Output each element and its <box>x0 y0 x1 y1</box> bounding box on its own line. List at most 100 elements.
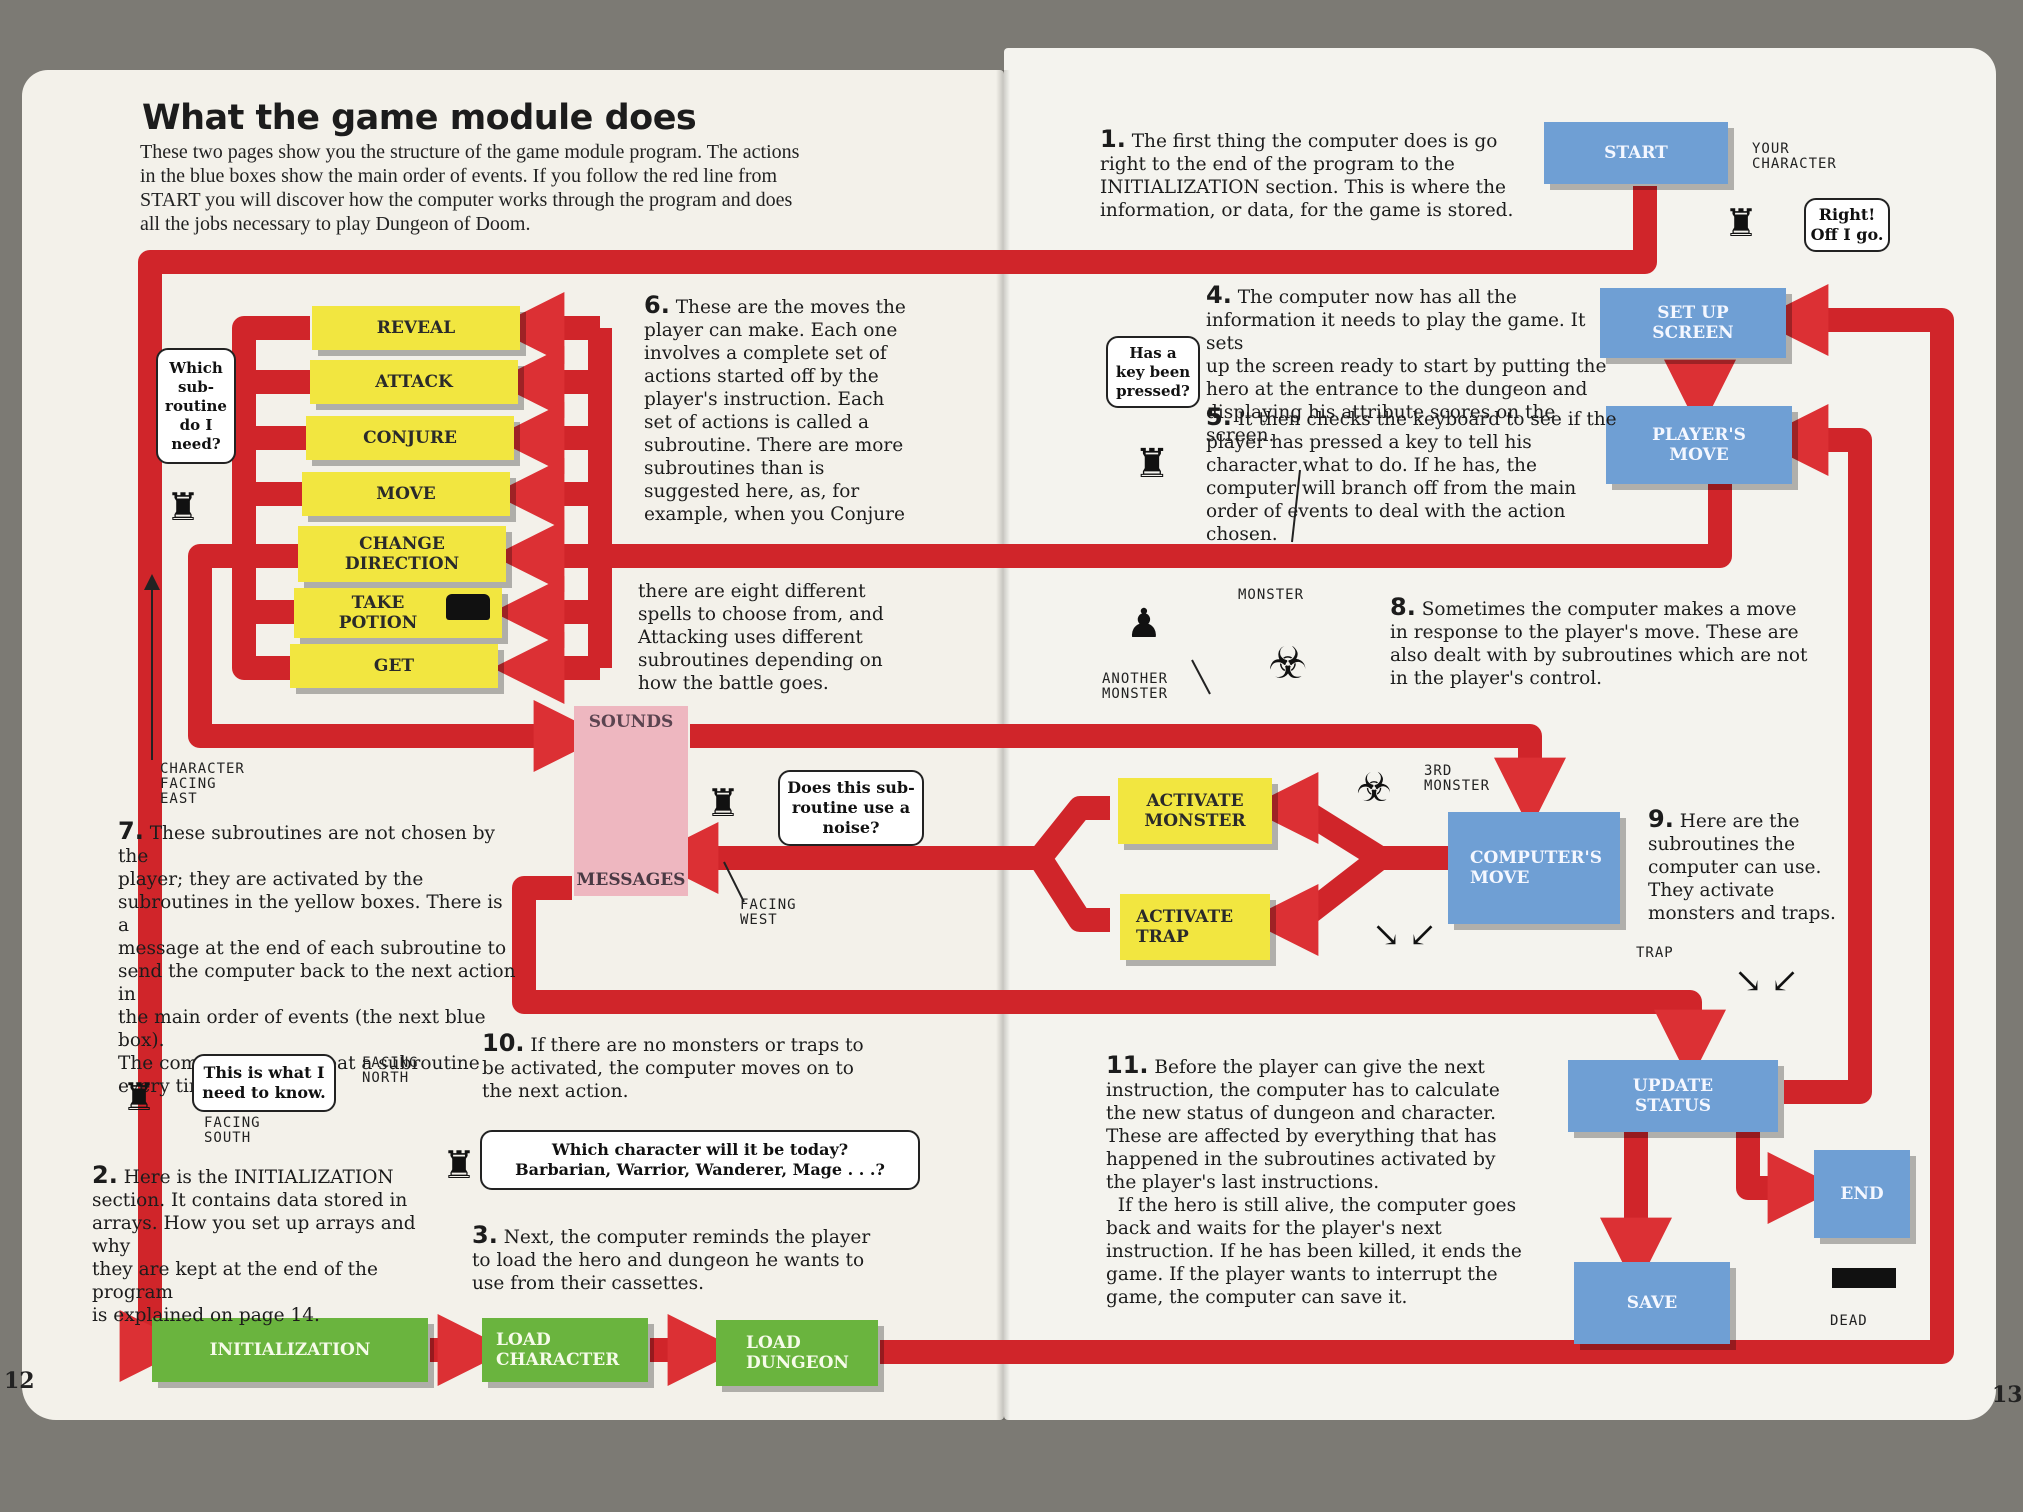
facing-west-label: FACING WEST <box>740 898 797 928</box>
label-line: SOUTH <box>204 1130 252 1146</box>
para-line: subroutines the <box>1648 834 1796 855</box>
computers-move-box: COMPUTER'S MOVE <box>1448 812 1620 924</box>
para-line: If the hero is still alive, the computer… <box>1106 1195 1517 1216</box>
need-to-know-bubble: This is what I need to know. <box>192 1054 336 1112</box>
flow-playersmove-to-choices <box>600 484 1732 568</box>
para-line: the next action. <box>482 1081 629 1102</box>
bubble-line: Which <box>169 358 223 377</box>
end-box: END <box>1814 1150 1910 1238</box>
another-monster-label: ANOTHER MONSTER <box>1102 672 1168 702</box>
para-line: is explained on page 14. <box>92 1305 320 1326</box>
para-line: Here is the INITIALIZATION <box>123 1167 394 1188</box>
para-line: subroutines in the yellow boxes. There i… <box>118 892 503 936</box>
para-line: suggested here, as, for <box>644 481 860 502</box>
intro-line: START you will discover how the computer… <box>140 189 793 211</box>
label-line: ANOTHER <box>1102 671 1169 687</box>
label-line: YOUR <box>1752 141 1790 157</box>
para-line: player can make. Each one <box>644 320 898 341</box>
paragraph-11: 11. Before the player can give the next … <box>1106 1053 1546 1309</box>
paragraph-5: 5. It then checks the keyboard to see if… <box>1206 403 1636 546</box>
paragraph-1: 1. The first thing the computer does is … <box>1100 125 1520 222</box>
box-line: DIRECTION <box>344 554 460 574</box>
para-line: computer can use. <box>1648 857 1822 878</box>
para-line: happened in the subroutines activated by <box>1106 1149 1496 1170</box>
change-direction-box: CHANGE DIRECTION <box>298 526 506 582</box>
para-line: Next, the computer reminds the player <box>503 1227 871 1248</box>
load-character-box: LOAD CHARACTER <box>482 1318 648 1382</box>
bubble-line: sub- <box>177 377 215 396</box>
bubble-line: noise? <box>822 818 880 837</box>
messages-label: MESSAGES <box>576 870 686 890</box>
box-line: UPDATE <box>1632 1076 1714 1096</box>
update-status-box: UPDATE STATUS <box>1568 1060 1778 1132</box>
trap-icon: ↘↙ <box>1734 961 1807 1001</box>
hero-sprite-icon: ♜ <box>166 485 201 529</box>
paragraph-number: 9. <box>1648 805 1674 833</box>
flow-choices-to-sounds <box>188 544 606 772</box>
paragraph-3: 3. Next, the computer reminds the player… <box>472 1223 892 1295</box>
flow-loaddungeon-to-setup <box>880 284 1954 1364</box>
para-line: the player's last instructions. <box>1106 1172 1380 1193</box>
paragraph-number: 6. <box>644 291 670 319</box>
para-line: It then checks the keyboard to see if th… <box>1237 409 1617 430</box>
label-line: WEST <box>740 912 778 928</box>
para-line: These subroutines are not chosen by the <box>118 823 495 867</box>
bubble-line: do I <box>179 415 213 434</box>
paragraph-4: 4. The computer now has all the informat… <box>1206 283 1626 447</box>
intro-line: These two pages show you the structure o… <box>140 141 800 163</box>
para-line: Attacking uses different <box>638 627 863 648</box>
para-line: to load the hero and dungeon he wants to <box>472 1250 865 1271</box>
box-line: MOVE <box>1669 445 1729 465</box>
paragraph-2: 2. Here is the INITIALIZATION section. I… <box>92 1161 452 1327</box>
paragraph-number: 2. <box>92 1161 118 1189</box>
save-box: SAVE <box>1574 1262 1730 1344</box>
hero-sprite-icon: ♜ <box>122 1075 157 1119</box>
initialization-box: INITIALIZATION <box>152 1318 428 1382</box>
para-line: subroutines depending on <box>638 650 883 671</box>
bubble-line: Which character will it be today? <box>551 1140 849 1159</box>
monster-label: MONSTER <box>1238 587 1305 603</box>
which-character-bubble: Which character will it be today? Barbar… <box>480 1130 920 1190</box>
box-line: POTION <box>338 613 418 633</box>
facing-east-label: CHARACTER FACING EAST <box>160 762 245 807</box>
para-line: displaying his attribute scores on the s… <box>1206 402 1556 446</box>
third-monster-icon: ☣ <box>1356 765 1392 811</box>
sounds-label: SOUNDS <box>588 712 674 732</box>
para-line: The computer now has all the <box>1237 287 1517 308</box>
intro-line: in the blue boxes show the main order of… <box>140 165 778 187</box>
para-line: hero at the entrance to the dungeon and <box>1206 379 1588 400</box>
box-line: TRAP <box>1136 927 1189 947</box>
para-line: instruction, the computer has to calcula… <box>1106 1080 1500 1101</box>
box-line: STATUS <box>1634 1096 1711 1116</box>
paragraph-number: 5. <box>1206 403 1232 431</box>
para-line: monsters and traps. <box>1648 903 1836 924</box>
para-line: player's instruction. Each <box>644 389 885 410</box>
para-line: subroutines than is <box>644 458 825 479</box>
activate-trap-box: ACTIVATE TRAP <box>1120 894 1270 960</box>
para-line: there are eight different <box>638 581 866 602</box>
hero-sprite-icon: ♜ <box>1724 201 1759 245</box>
paragraph-6-continued: there are eight different spells to choo… <box>638 580 898 695</box>
para-line: back and waits for the player's next <box>1106 1218 1442 1239</box>
para-line: These are affected by everything that ha… <box>1106 1126 1497 1147</box>
bubble-line: pressed? <box>1116 381 1190 400</box>
para-line: in the player's control. <box>1390 668 1603 689</box>
box-line: LOAD <box>496 1330 551 1350</box>
activate-monster-box: ACTIVATE MONSTER <box>1118 778 1272 844</box>
setup-screen-box: SET UP SCREEN <box>1600 288 1786 358</box>
box-line: CHANGE <box>359 534 445 554</box>
box-line: TAKE <box>351 593 405 613</box>
para-line: in response to the player's move. These … <box>1390 622 1799 643</box>
key-pressed-bubble: Has a key been pressed? <box>1106 336 1200 408</box>
paragraph-8: 8. Sometimes the computer makes a move i… <box>1390 595 1810 690</box>
third-monster-label: 3RD MONSTER <box>1424 764 1490 794</box>
paragraph-number: 7. <box>118 817 144 845</box>
bubble-line: Has a <box>1129 343 1177 362</box>
para-line: information it needs to play the game. I… <box>1206 310 1586 354</box>
bubble-line: Barbarian, Warrior, Wanderer, Mage . . .… <box>515 1160 885 1179</box>
attack-box: ATTACK <box>310 360 518 404</box>
bubble-line: need to know. <box>202 1083 326 1102</box>
facing-south-label: FACING SOUTH <box>204 1116 261 1146</box>
page-number-left: 12 <box>4 1368 35 1394</box>
paragraph-number: 1. <box>1100 125 1126 153</box>
